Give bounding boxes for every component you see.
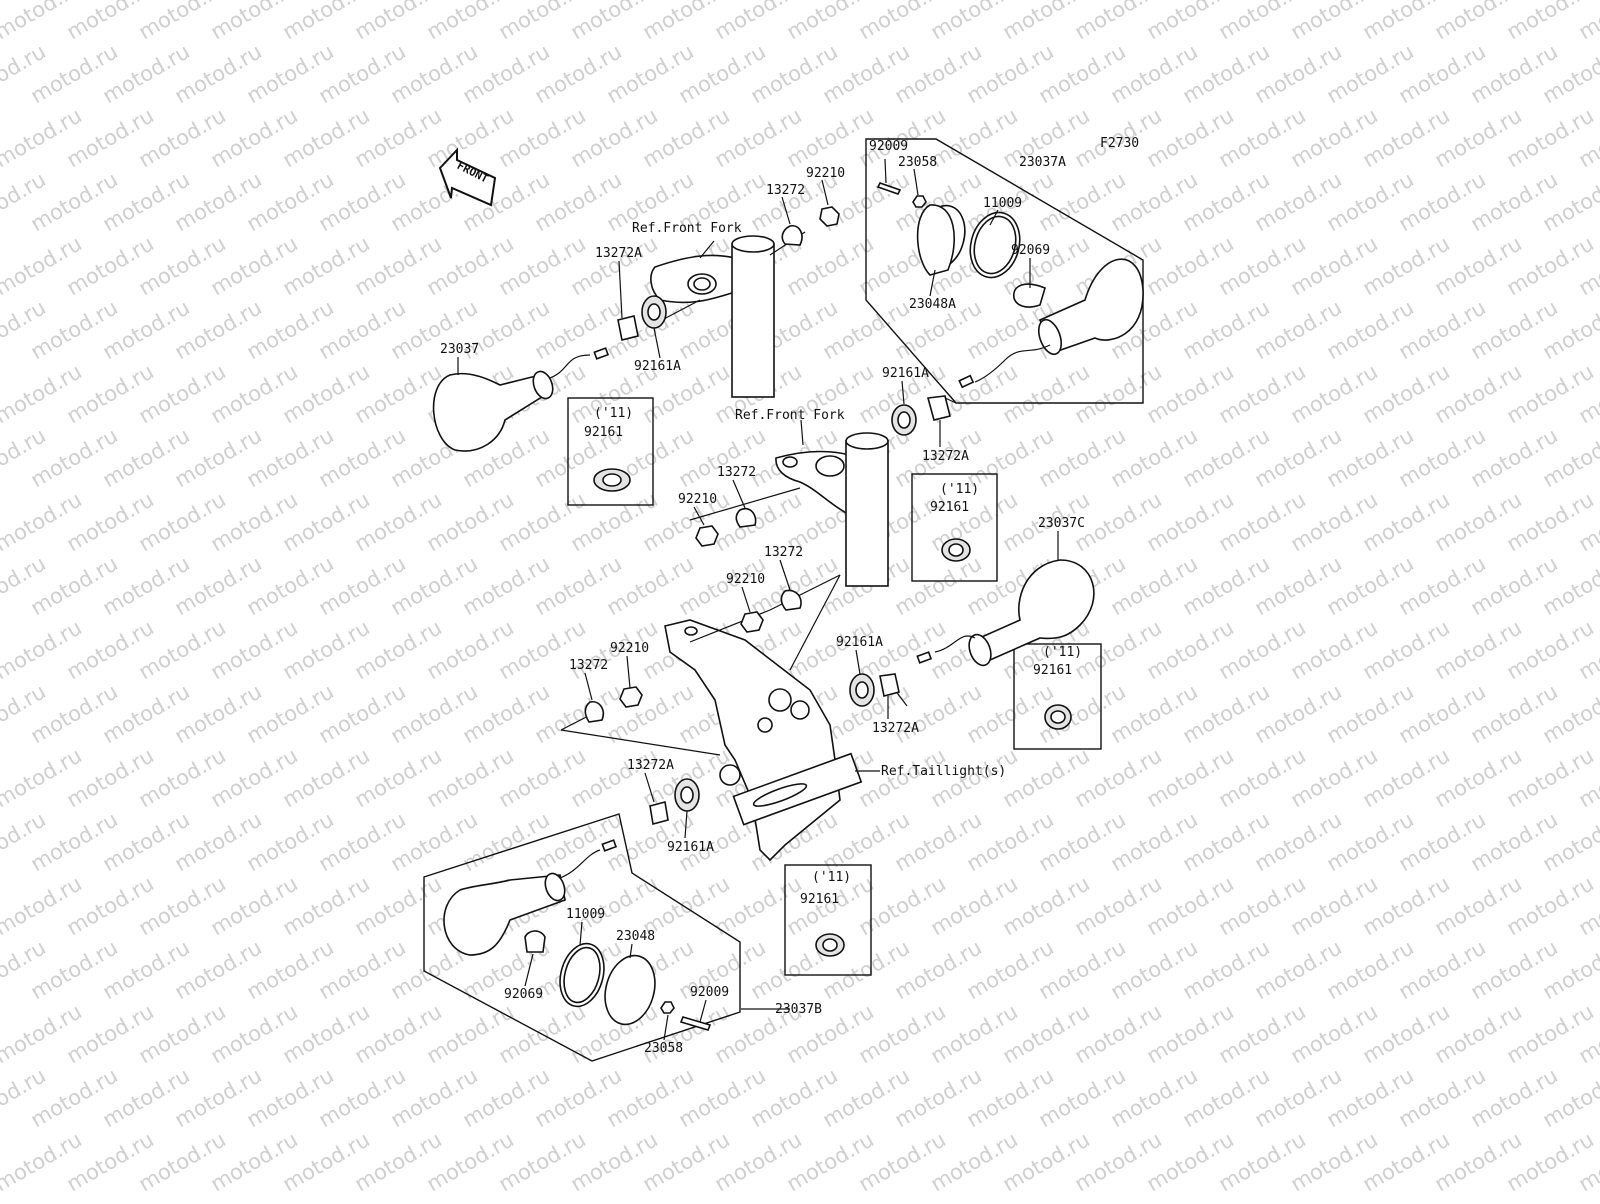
inset-year: ('11): [594, 406, 633, 421]
part-label: 92210: [678, 492, 717, 507]
part-label: 13272A: [595, 246, 642, 261]
part-label: 23058: [644, 1041, 683, 1056]
part-label: 13272: [764, 545, 803, 560]
inset-part: 92161: [584, 425, 623, 440]
ref-front-fork-2: Ref.Front Fork: [735, 408, 845, 423]
drawing-code: F2730: [1100, 136, 1139, 151]
part-label: 92069: [504, 987, 543, 1002]
inset-part: 92161: [800, 892, 839, 907]
part-label: 11009: [566, 907, 605, 922]
part-label: 92161A: [836, 635, 883, 650]
inset-year: ('11): [940, 482, 979, 497]
part-label: 13272A: [872, 721, 919, 736]
part-label: 92210: [806, 166, 845, 181]
part-label: 13272: [766, 183, 805, 198]
part-label: 92161A: [667, 840, 714, 855]
part-label: 11009: [983, 196, 1022, 211]
part-label: 13272A: [627, 758, 674, 773]
inset-part: 92161: [1033, 663, 1072, 678]
part-label: 23037B: [775, 1002, 822, 1017]
part-label: 23048A: [909, 297, 956, 312]
inset-year: ('11): [812, 870, 851, 885]
part-label: 13272A: [922, 449, 969, 464]
part-label: 23058: [898, 155, 937, 170]
part-label: 92210: [726, 572, 765, 587]
part-label: 92009: [869, 139, 908, 154]
inset-year: ('11): [1043, 645, 1082, 660]
part-label: 13272: [569, 658, 608, 673]
part-label: 92210: [610, 641, 649, 656]
ref-taillight: Ref.Taillight(s): [881, 764, 1006, 779]
part-label: 23048: [616, 929, 655, 944]
part-label: 23037A: [1019, 155, 1066, 170]
part-label: 92009: [690, 985, 729, 1000]
ref-front-fork-1: Ref.Front Fork: [632, 221, 742, 236]
part-label: 23037C: [1038, 516, 1085, 531]
part-label: 92069: [1011, 243, 1050, 258]
part-label: 13272: [717, 465, 756, 480]
part-label: 92161A: [882, 366, 929, 381]
part-label: 23037: [440, 342, 479, 357]
inset-part: 92161: [930, 500, 969, 515]
part-label: 92161A: [634, 359, 681, 374]
